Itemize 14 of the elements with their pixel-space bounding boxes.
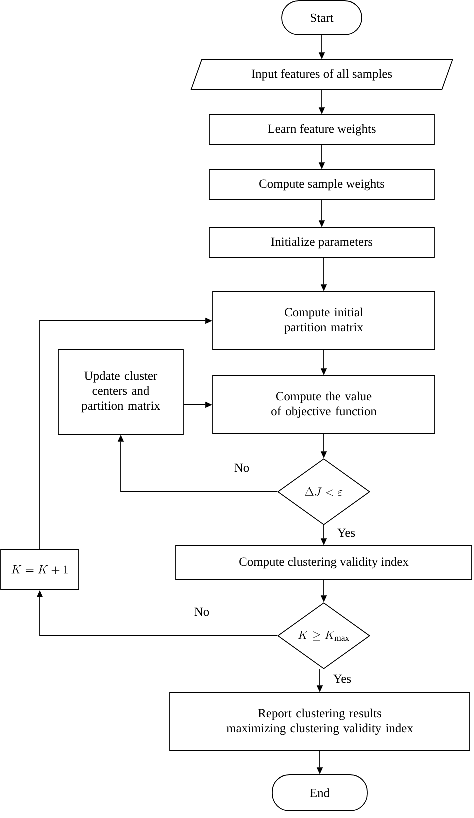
edge-label: No (233, 462, 251, 474)
process-box: Compute initial partition matrix (212, 292, 436, 350)
process-box: Compute clustering validity index (176, 546, 472, 580)
process-box: Update cluster centers and partition matrix (58, 349, 184, 435)
process-box: Report clustering results maximizing clustering validity index (170, 692, 470, 752)
process-box: $K = K + 1$ (0, 550, 80, 590)
edge-label: No (193, 606, 211, 618)
process-box: Learn feature weights (209, 114, 435, 146)
input-parallelogram: Input features of all samples (190, 60, 454, 90)
process-box: Compute the value of objective function (212, 376, 436, 434)
edge-label: Yes (336, 528, 357, 538)
edge-label: Yes (332, 674, 353, 684)
process-box: Compute sample weights (209, 170, 435, 200)
process-box: Initialize parameters (209, 228, 435, 258)
